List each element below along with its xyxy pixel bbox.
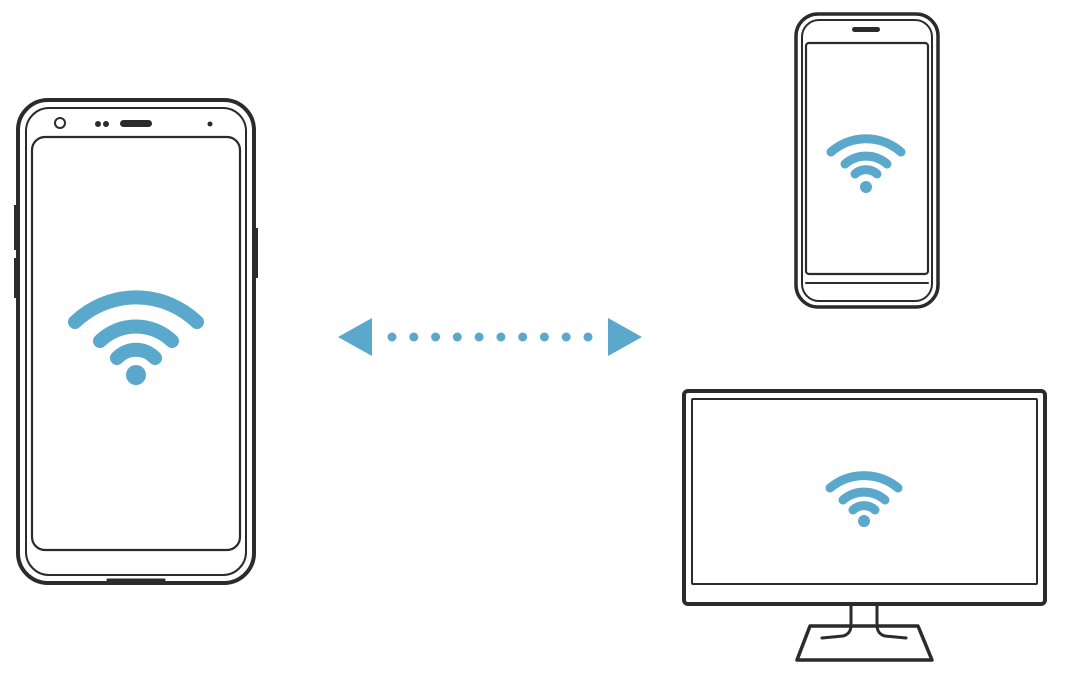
wifi-icon [826, 134, 906, 193]
source-smartphone [14, 98, 258, 585]
wifi-icon [68, 290, 204, 385]
dotted-arrow-connector [338, 318, 642, 356]
arrow-head-left [338, 318, 372, 356]
connector-dot [452, 332, 462, 342]
connector-dot [518, 332, 528, 342]
connector-dot [431, 332, 441, 342]
connector-dot [387, 332, 397, 342]
connector-dot [409, 332, 419, 342]
target-monitor [682, 389, 1047, 662]
connector-dot [583, 332, 593, 342]
connector-dot [496, 332, 506, 342]
target-smartphone [794, 12, 940, 309]
wifi-icon [825, 471, 903, 527]
arrow-head-right [608, 318, 642, 356]
connector-dot [474, 332, 484, 342]
connector-dot [561, 332, 571, 342]
connector-dot [539, 332, 549, 342]
